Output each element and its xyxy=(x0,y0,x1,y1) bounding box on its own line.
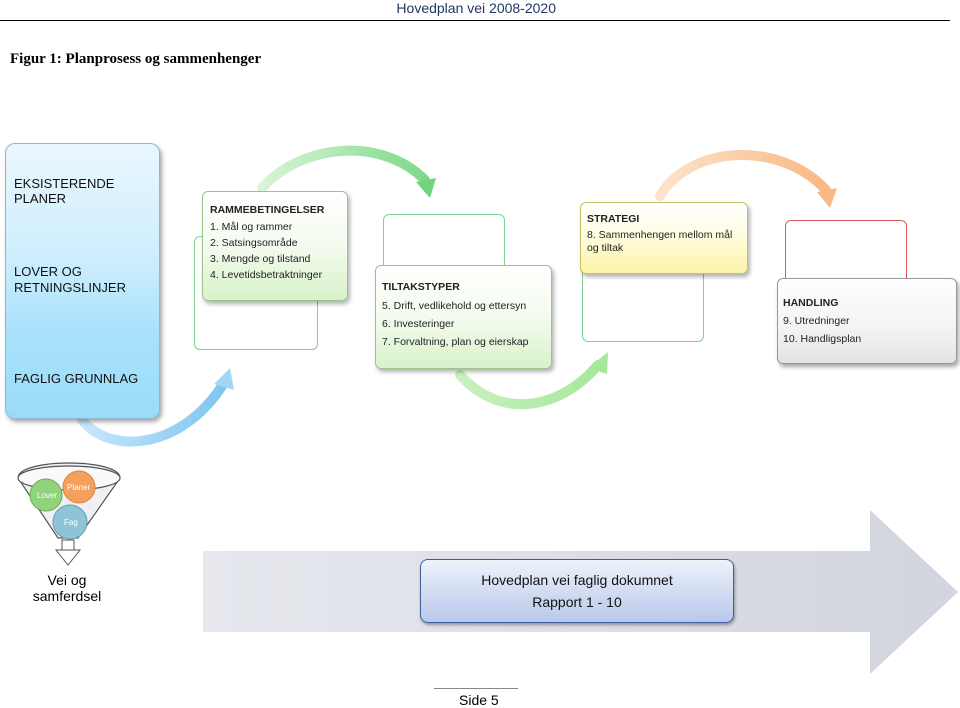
strategi-heading: STRATEGI xyxy=(587,213,640,225)
planer-circle xyxy=(62,470,96,504)
page-number: Side 5 xyxy=(459,692,499,708)
ramme-item: 3. Mengde og tilstand xyxy=(210,253,311,265)
main-plan-box: Hovedplan vei faglig dokumnet Rapport 1 … xyxy=(420,559,734,623)
handling-item: 10. Handligsplan xyxy=(783,333,862,345)
fag-circle xyxy=(52,504,88,540)
arrow-strategi-handling xyxy=(655,150,831,201)
tiltak-item: 7. Forvaltning, plan og eierskap xyxy=(382,336,529,348)
tiltak-item: 5. Drift, vedlikehold og ettersyn xyxy=(382,300,527,312)
handling-back-frame xyxy=(785,220,907,284)
fag-label: Fag xyxy=(64,518,78,527)
handling-card: HANDLING 9. Utredninger 10. Handligsplan xyxy=(777,278,957,364)
main-plan-reports: Rapport 1 - 10 xyxy=(532,594,622,610)
footer-divider xyxy=(434,688,518,689)
strategi-item: og tiltak xyxy=(587,242,624,254)
header-title: Hovedplan vei 2008-2020 xyxy=(396,0,556,16)
existing-plans-label: EKSISTERENDE PLANER xyxy=(14,176,115,206)
planer-label: Planer xyxy=(67,483,90,492)
arrow-ramme-tiltak xyxy=(257,145,430,193)
tiltak-item: 6. Investeringer xyxy=(382,318,455,330)
laws-label-1: LOVER OG xyxy=(14,264,82,279)
handling-heading: HANDLING xyxy=(783,297,839,309)
arrow-grunnlag-ramme xyxy=(77,381,227,447)
tiltak-heading: TILTAKSTYPER xyxy=(382,281,460,293)
arrow-tiltak-strategi xyxy=(455,360,603,410)
lover-label: Lover xyxy=(37,491,57,500)
ramme-item: 4. Levetidsbetraktninger xyxy=(210,269,323,281)
professional-basis-label: FAGLIG GRUNNLAG xyxy=(14,371,139,386)
laws-label-2: RETNINGSLINJER xyxy=(14,280,126,295)
funnel-output-line1: Vei og xyxy=(47,572,87,588)
ramme-heading: RAMMEBETINGELSER xyxy=(210,204,325,216)
main-plan-title: Hovedplan vei faglig dokumnet xyxy=(481,572,673,588)
figure-title: Figur 1: Planprosess og sammenhenger xyxy=(10,51,262,67)
ramme-card: RAMMEBETINGELSER 1. Mål og rammer 2. Sat… xyxy=(202,191,348,301)
handling-item: 9. Utredninger xyxy=(783,315,850,327)
strategi-card: STRATEGI 8. Sammenhengen mellom mål og t… xyxy=(580,202,748,274)
tiltak-card: TILTAKSTYPER 5. Drift, vedlikehold og et… xyxy=(375,265,552,369)
ramme-item: 2. Satsingsområde xyxy=(210,237,298,249)
funnel-output-line2: samferdsel xyxy=(32,588,102,604)
header-divider xyxy=(0,20,950,21)
funnel-output-label: Vei og samferdsel xyxy=(30,572,104,604)
existing-plans-box: EKSISTERENDE PLANER LOVER OG RETNINGSLIN… xyxy=(5,143,160,419)
ramme-item: 1. Mål og rammer xyxy=(210,221,293,233)
strategi-item: 8. Sammenhengen mellom mål xyxy=(587,229,733,241)
lover-circle xyxy=(29,478,63,512)
